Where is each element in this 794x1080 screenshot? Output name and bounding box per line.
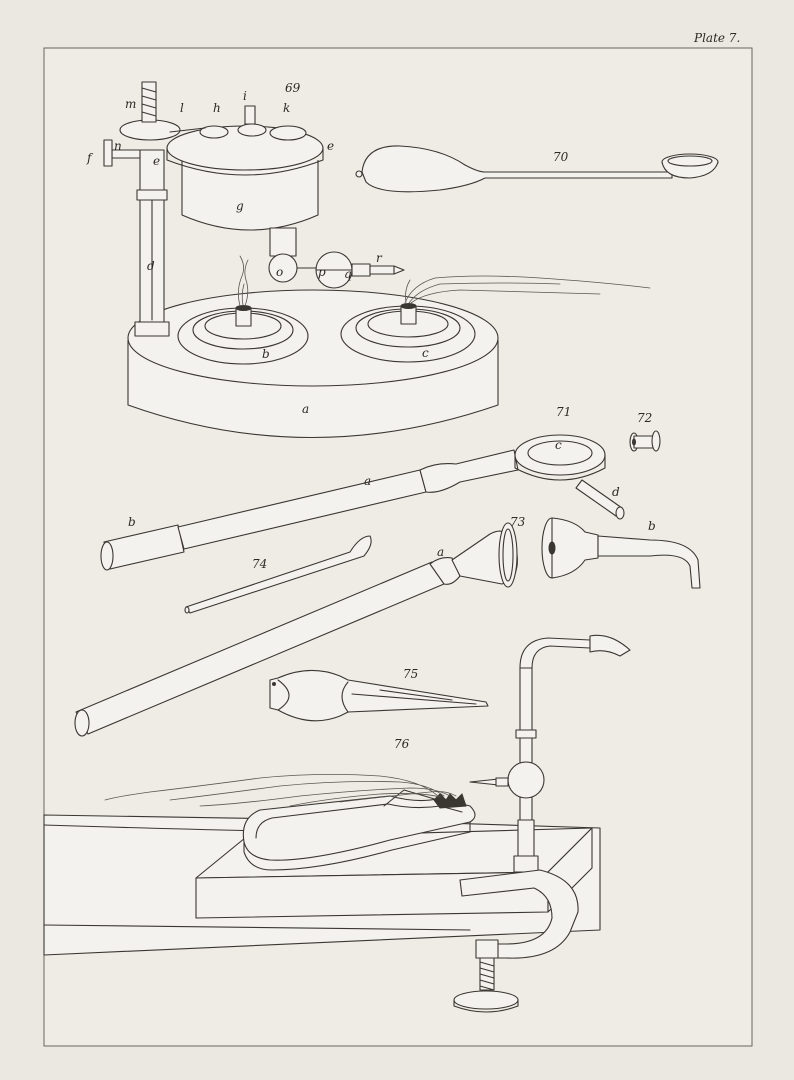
fig69-number: 69: [285, 81, 301, 95]
figure-71-blowpipe-lamp: [100, 434, 625, 571]
fig71-label-c: c: [555, 438, 562, 452]
figure-74-spatula: [184, 535, 372, 614]
fig69-label-g: g: [236, 199, 244, 213]
fig69-label-b: b: [262, 347, 270, 361]
fig73-number: 73: [510, 515, 526, 529]
fig69-label-i: i: [243, 89, 247, 103]
fig69-label-h: h: [213, 101, 221, 115]
fig69-label-k: k: [283, 101, 290, 115]
fig71-label-a: a: [364, 474, 371, 488]
fig70-number: 70: [553, 150, 569, 164]
fig72-number: 72: [637, 411, 652, 425]
figure-75-clip: [269, 669, 489, 722]
fig69-label-o: o: [276, 265, 283, 279]
fig73-label-a: a: [437, 545, 444, 559]
fig69-label-c: c: [422, 346, 429, 360]
fig69-label-l: l: [180, 101, 184, 115]
figure-76-clamped-lamp: [43, 634, 631, 1013]
figure-72-spool: [629, 430, 661, 452]
figure-69-lamp-apparatus: [103, 81, 651, 439]
figure-73-funnel-blowpipe: [74, 517, 701, 737]
plate-title: Plate 7.: [693, 31, 740, 45]
fig75-number: 75: [403, 667, 418, 681]
fig76-number: 76: [394, 737, 410, 751]
fig69-label-e-left: e: [153, 154, 160, 168]
fig69-reservoir-g: [181, 160, 319, 231]
fig69-label-p: p: [318, 265, 326, 279]
fig71-number: 71: [556, 405, 571, 419]
fig69-label-q: q: [344, 267, 352, 281]
fig73-label-b: b: [648, 519, 656, 533]
fig69-label-n: n: [114, 139, 122, 153]
fig74-number: 74: [252, 557, 267, 571]
fig69-label-e-right: e: [327, 139, 334, 153]
fig69-label-d: d: [147, 259, 155, 273]
figure-70-ladle: [355, 145, 719, 193]
fig71-label-b: b: [128, 515, 136, 529]
fig69-label-r: r: [376, 251, 383, 265]
fig69-label-m: m: [125, 97, 136, 111]
fig69-label-f: f: [86, 151, 94, 165]
fig71-label-d: d: [612, 485, 620, 499]
fig69-label-a: a: [302, 402, 309, 416]
